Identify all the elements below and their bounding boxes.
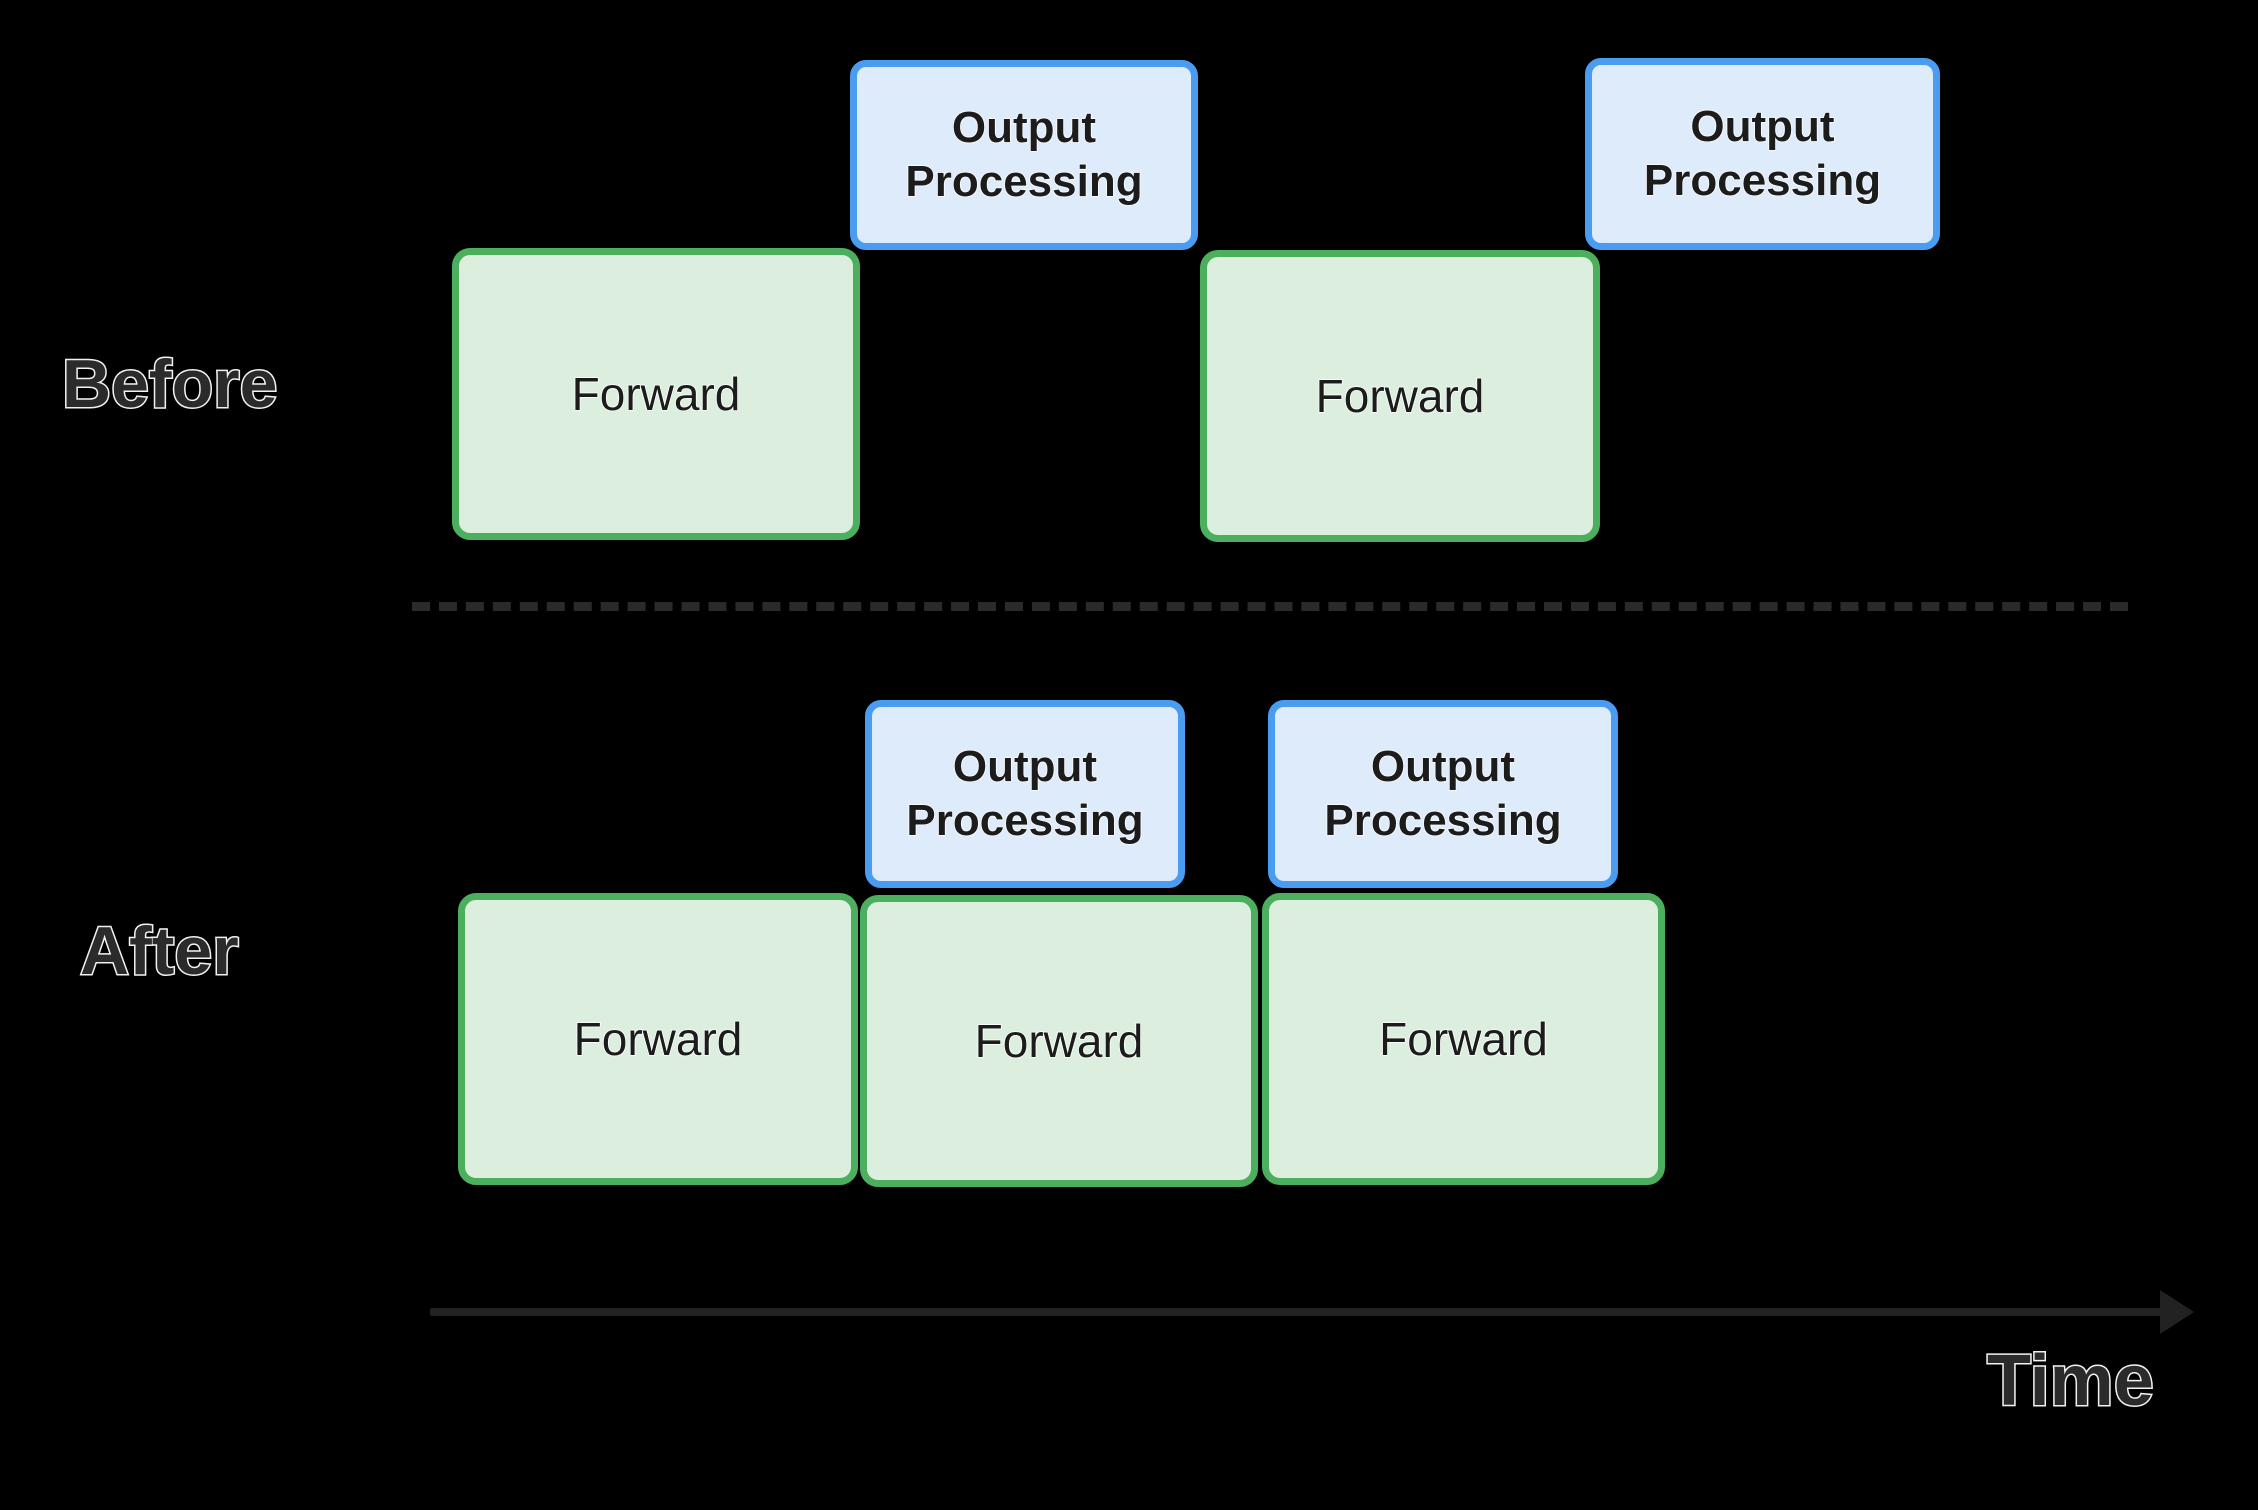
after-output-processing-block-1: Output Processing <box>865 700 1185 888</box>
row-label-before: Before <box>60 345 278 424</box>
after-forward-block-3: Forward <box>1262 893 1665 1185</box>
time-axis-arrowhead <box>2160 1290 2194 1334</box>
output-line-1: Output <box>951 103 1097 154</box>
before-forward-block-2: Forward <box>1200 250 1600 542</box>
output-line-2: Processing <box>1643 155 1882 206</box>
output-line-1: Output <box>952 742 1098 793</box>
before-output-processing-label-2: Output Processing <box>1643 100 1882 207</box>
after-forward-label-2: Forward <box>974 1014 1144 1068</box>
after-forward-block-1: Forward <box>458 893 858 1185</box>
after-forward-label-1: Forward <box>573 1012 743 1066</box>
before-forward-label-1: Forward <box>571 367 741 421</box>
output-line-2: Processing <box>905 156 1144 207</box>
before-output-processing-block-1: Output Processing <box>850 60 1198 250</box>
before-output-processing-label-1: Output Processing <box>905 101 1144 208</box>
time-axis-label: Time <box>1986 1340 2156 1423</box>
output-line-2: Processing <box>1324 795 1563 846</box>
after-output-processing-block-2: Output Processing <box>1268 700 1618 888</box>
after-output-processing-label-2: Output Processing <box>1324 740 1563 847</box>
before-forward-label-2: Forward <box>1315 369 1485 423</box>
section-divider <box>412 602 2128 611</box>
before-forward-block-1: Forward <box>452 248 860 540</box>
output-line-2: Processing <box>906 795 1145 846</box>
after-forward-block-2: Forward <box>860 895 1258 1187</box>
after-output-processing-label-1: Output Processing <box>906 740 1145 847</box>
output-line-1: Output <box>1690 102 1836 153</box>
after-forward-label-3: Forward <box>1378 1012 1548 1066</box>
before-output-processing-block-2: Output Processing <box>1585 58 1940 250</box>
row-label-after: After <box>79 912 241 991</box>
time-axis-line <box>430 1308 2164 1316</box>
output-line-1: Output <box>1370 742 1516 793</box>
time-axis <box>430 1290 2198 1334</box>
